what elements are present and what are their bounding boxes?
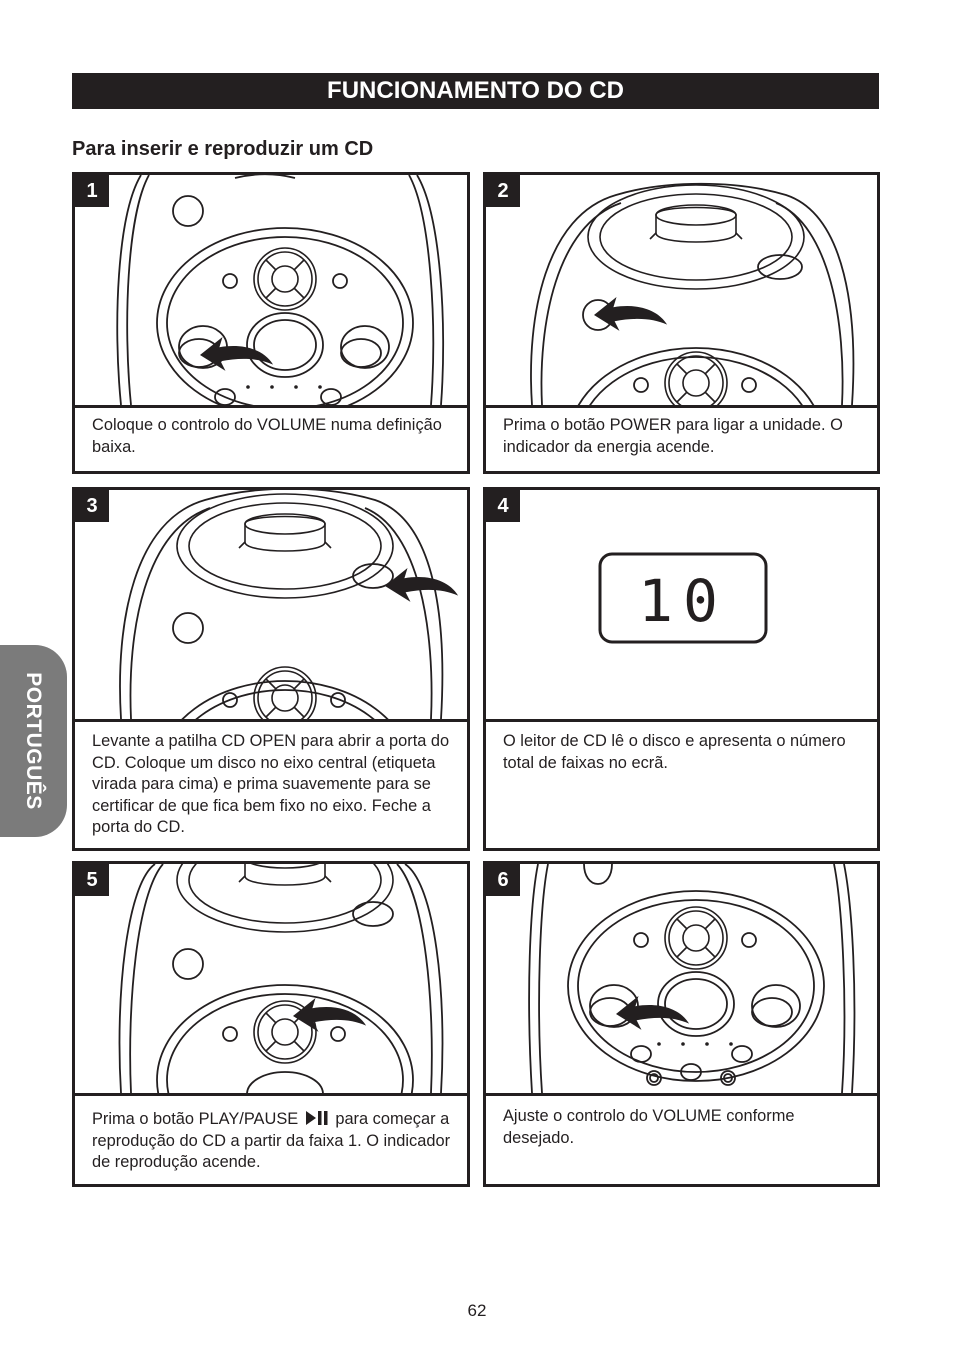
step-caption: O leitor de CD lê o disco e apresenta o … <box>503 732 846 772</box>
step-number: 2 <box>486 175 520 207</box>
step-panel-4: 4 10 O leitor de CD lê o disco e apresen… <box>483 487 880 851</box>
step-panel-6: 6 <box>483 861 880 1187</box>
step-panel-3: 3 Levante a patilha CD OPEN para abrir a… <box>72 487 470 851</box>
radio-adjust-volume-illustration <box>486 864 877 1096</box>
step-caption: Prima o botão PLAY/PAUSE para começar a … <box>92 1109 455 1174</box>
step-number: 6 <box>486 864 520 896</box>
step-caption: Levante a patilha CD OPEN para abrir a p… <box>92 732 450 836</box>
section-subtitle: Para inserir e reproduzir um CD <box>72 138 374 160</box>
language-tab: PORTUGUÊS <box>0 645 67 837</box>
radio-cd-open-illustration <box>75 490 467 722</box>
step-panel-2: 2 Prima o botão POWER para ligar a unida… <box>483 172 880 474</box>
step-number: 4 <box>486 490 520 522</box>
lcd-track-count: 10 <box>638 567 728 635</box>
caption-text-after: para começar a reprodução do CD a partir… <box>92 1110 451 1171</box>
step-caption: Ajuste o controlo do VOLUME conforme des… <box>503 1107 795 1147</box>
page-number: 62 <box>467 1301 487 1320</box>
lcd-display-illustration: 10 <box>486 490 877 722</box>
language-tab-label: PORTUGUÊS <box>22 672 45 810</box>
page-title: FUNCIONAMENTO DO CD <box>72 73 879 109</box>
radio-volume-illustration <box>75 175 467 408</box>
step-panel-1: 1 <box>72 172 470 474</box>
step-caption: Coloque o controlo do VOLUME numa defini… <box>92 416 442 456</box>
play-pause-icon <box>305 1111 328 1125</box>
radio-play-illustration <box>75 864 467 1096</box>
step-panel-5: 5 Prima o botão PLAY/PAUSE <box>72 861 470 1187</box>
step-number: 1 <box>75 175 109 207</box>
step-number: 3 <box>75 490 109 522</box>
radio-power-illustration <box>486 175 877 408</box>
caption-text-before: Prima o botão PLAY/PAUSE <box>92 1110 299 1128</box>
step-caption: Prima o botão POWER para ligar a unidade… <box>503 416 843 456</box>
step-number: 5 <box>75 864 109 896</box>
